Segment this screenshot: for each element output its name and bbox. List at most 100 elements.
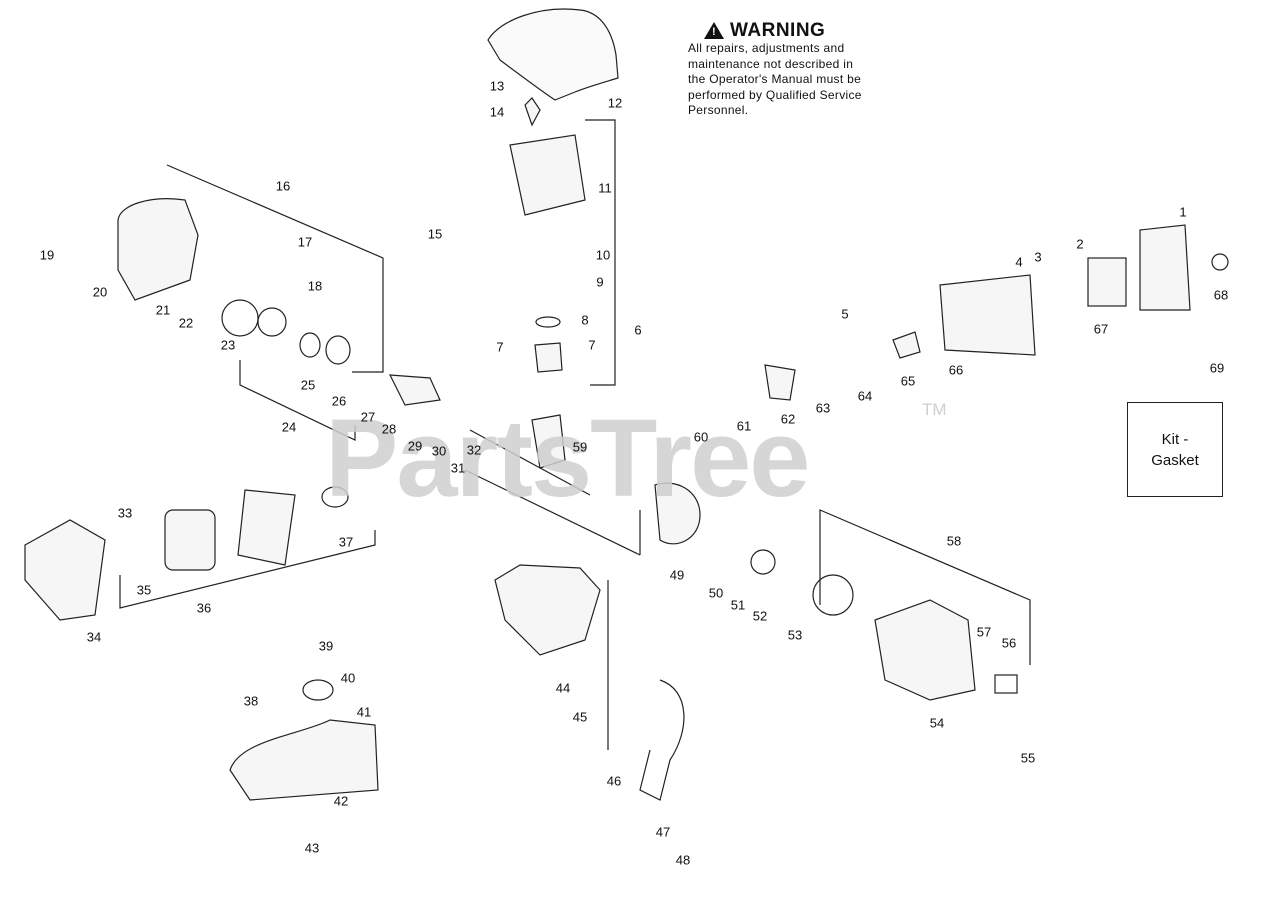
part-label-57[interactable]: 57 bbox=[976, 624, 992, 640]
crankshaft bbox=[469, 429, 591, 496]
muffler-housing bbox=[117, 198, 199, 301]
part-label-40[interactable]: 40 bbox=[340, 670, 356, 686]
part-label-25[interactable]: 25 bbox=[300, 377, 316, 393]
part-label-24[interactable]: 24 bbox=[281, 419, 297, 435]
part-label-6[interactable]: 6 bbox=[634, 322, 642, 338]
part-label-66[interactable]: 66 bbox=[948, 362, 964, 378]
part-label-1[interactable]: 1 bbox=[1179, 204, 1187, 220]
part-label-36[interactable]: 36 bbox=[196, 600, 212, 616]
part-label-18[interactable]: 18 bbox=[307, 278, 323, 294]
part-label-27[interactable]: 27 bbox=[360, 409, 376, 425]
group-24-bracket bbox=[239, 360, 356, 441]
part-label-50[interactable]: 50 bbox=[708, 585, 724, 601]
part-label-48[interactable]: 48 bbox=[675, 852, 691, 868]
engine-cover bbox=[487, 8, 619, 101]
part-label-55[interactable]: 55 bbox=[1020, 750, 1036, 766]
ratchet bbox=[388, 374, 441, 406]
part-label-42[interactable]: 42 bbox=[333, 793, 349, 809]
part-label-31[interactable]: 31 bbox=[450, 460, 466, 476]
part-label-60[interactable]: 60 bbox=[693, 429, 709, 445]
part-label-5[interactable]: 5 bbox=[841, 306, 849, 322]
gasket-37 bbox=[321, 486, 349, 508]
part-label-52[interactable]: 52 bbox=[752, 608, 768, 624]
part-label-34[interactable]: 34 bbox=[86, 629, 102, 645]
part-label-29[interactable]: 29 bbox=[407, 438, 423, 454]
part-label-28[interactable]: 28 bbox=[381, 421, 397, 437]
warning-line-5: Personnel. bbox=[688, 103, 749, 117]
manifold-65 bbox=[892, 331, 921, 359]
part-label-53[interactable]: 53 bbox=[787, 627, 803, 643]
part-label-13[interactable]: 13 bbox=[489, 78, 505, 94]
part-label-11[interactable]: 11 bbox=[598, 180, 612, 196]
spring bbox=[299, 332, 321, 358]
part-label-46[interactable]: 46 bbox=[606, 773, 622, 789]
piston-ring-8 bbox=[535, 316, 561, 328]
warning-triangle-icon: ! bbox=[704, 22, 724, 39]
part-label-68[interactable]: 68 bbox=[1213, 287, 1229, 303]
part-label-64[interactable]: 64 bbox=[857, 388, 873, 404]
part-label-41[interactable]: 41 bbox=[356, 704, 372, 720]
part-label-38[interactable]: 38 bbox=[243, 693, 259, 709]
part-label-7a[interactable]: 7 bbox=[496, 339, 504, 355]
part-label-20[interactable]: 20 bbox=[92, 284, 108, 300]
knob-68 bbox=[1211, 253, 1229, 271]
carburetor-assembly bbox=[939, 274, 1036, 356]
crank-web bbox=[531, 414, 566, 469]
part-label-17[interactable]: 17 bbox=[297, 234, 313, 250]
part-label-30[interactable]: 30 bbox=[431, 443, 447, 459]
part-label-45[interactable]: 45 bbox=[572, 709, 588, 725]
part-label-67[interactable]: 67 bbox=[1093, 321, 1109, 337]
part-label-10[interactable]: 10 bbox=[595, 247, 611, 263]
washer-52 bbox=[750, 549, 776, 575]
part-label-49[interactable]: 49 bbox=[669, 567, 685, 583]
part-label-4[interactable]: 4 bbox=[1015, 254, 1023, 270]
part-label-43[interactable]: 43 bbox=[304, 840, 320, 856]
part-label-32[interactable]: 32 bbox=[466, 442, 482, 458]
part-label-51[interactable]: 51 bbox=[730, 597, 746, 613]
spark-plug bbox=[524, 97, 541, 127]
part-label-22[interactable]: 22 bbox=[178, 315, 194, 331]
part-label-21[interactable]: 21 bbox=[155, 302, 171, 318]
part-label-35[interactable]: 35 bbox=[136, 582, 152, 598]
part-label-59[interactable]: 59 bbox=[572, 439, 588, 455]
trademark-symbol: TM bbox=[922, 400, 947, 419]
part-label-56[interactable]: 56 bbox=[1001, 635, 1017, 651]
part-label-14[interactable]: 14 bbox=[489, 104, 505, 120]
part-label-3[interactable]: 3 bbox=[1034, 249, 1042, 265]
part-label-33[interactable]: 33 bbox=[117, 505, 133, 521]
air-filter-housing bbox=[164, 509, 216, 571]
cylinder bbox=[509, 134, 586, 216]
part-label-19[interactable]: 19 bbox=[39, 247, 55, 263]
part-label-2[interactable]: 2 bbox=[1076, 236, 1084, 252]
group-16-bracket bbox=[166, 164, 384, 373]
piston bbox=[534, 342, 563, 373]
part-label-9[interactable]: 9 bbox=[596, 274, 604, 290]
filter-element bbox=[1087, 257, 1127, 307]
part-label-47[interactable]: 47 bbox=[655, 824, 671, 840]
part-label-15[interactable]: 15 bbox=[427, 226, 443, 242]
part-label-62[interactable]: 62 bbox=[780, 411, 796, 427]
part-label-12[interactable]: 12 bbox=[607, 95, 623, 111]
part-label-54[interactable]: 54 bbox=[929, 715, 945, 731]
kit-gasket-box[interactable]: Kit - Gasket bbox=[1127, 402, 1223, 497]
fuel-tank bbox=[229, 719, 379, 801]
part-label-37[interactable]: 37 bbox=[338, 534, 354, 550]
fuel-cap bbox=[302, 679, 334, 701]
part-label-44[interactable]: 44 bbox=[555, 680, 571, 696]
part-label-8[interactable]: 8 bbox=[581, 312, 589, 328]
part-label-16[interactable]: 16 bbox=[275, 178, 291, 194]
part-label-26[interactable]: 26 bbox=[331, 393, 347, 409]
part-label-65[interactable]: 65 bbox=[900, 373, 916, 389]
shroud bbox=[24, 519, 106, 621]
part-label-7b[interactable]: 7 bbox=[588, 337, 596, 353]
crankcase bbox=[494, 564, 601, 656]
group-6-bracket bbox=[585, 119, 616, 386]
part-label-39[interactable]: 39 bbox=[318, 638, 334, 654]
part-label-23[interactable]: 23 bbox=[220, 337, 236, 353]
part-label-58[interactable]: 58 bbox=[946, 533, 962, 549]
warning-title-row: ! WARNING bbox=[704, 21, 918, 39]
part-label-61[interactable]: 61 bbox=[736, 418, 752, 434]
part-label-69[interactable]: 69 bbox=[1209, 360, 1225, 376]
part-label-63[interactable]: 63 bbox=[815, 400, 831, 416]
warning-line-3: the Operator's Manual must be bbox=[688, 72, 862, 86]
